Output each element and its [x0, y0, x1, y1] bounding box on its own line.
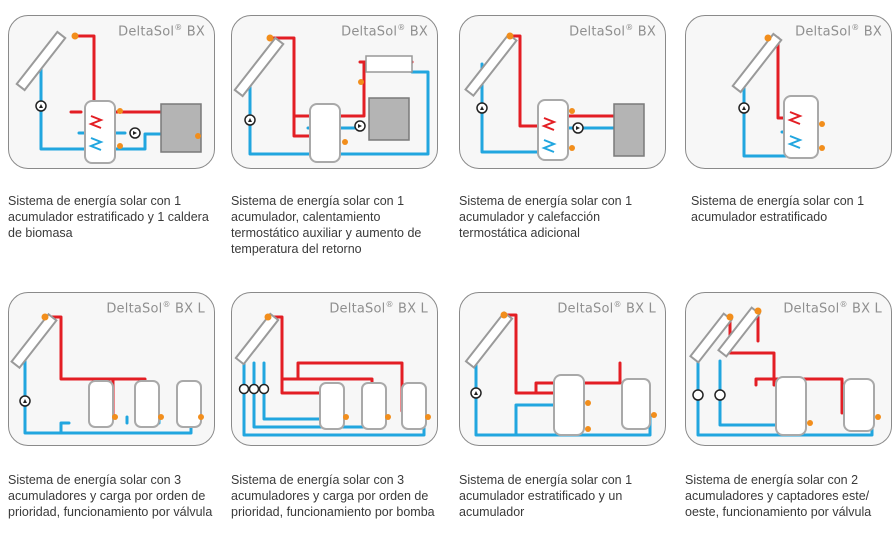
controller-brand: DeltaSol® BX	[118, 23, 205, 40]
system-card-1[interactable]: DeltaSol® BX	[8, 15, 215, 169]
controller-brand: DeltaSol® BX L	[557, 300, 656, 317]
system-caption: Sistema de energía solar con 1 acumulado…	[459, 473, 633, 519]
system-card-7[interactable]: DeltaSol® BX L	[459, 292, 666, 446]
system-card-8[interactable]: DeltaSol® BX L	[685, 292, 892, 446]
hydraulic-diagram	[10, 312, 204, 435]
system-card-5[interactable]: DeltaSol® BX L	[8, 292, 215, 446]
controller-brand: DeltaSol® BX	[795, 23, 882, 40]
hydraulic-diagram	[731, 32, 825, 159]
controller-brand: DeltaSol® BX L	[783, 300, 882, 317]
system-caption: Sistema de energía solar con 1 acumulado…	[231, 194, 422, 256]
controller-brand: DeltaSol® BX L	[329, 300, 428, 317]
hydraulic-diagram	[15, 30, 202, 164]
hydraulic-diagram	[234, 312, 431, 437]
system-caption: Sistema de energía solar con 2 acumulado…	[685, 473, 872, 519]
hydraulic-diagram	[689, 306, 881, 437]
system-card-3[interactable]: DeltaSol® BX	[459, 15, 666, 169]
hydraulic-diagram	[233, 34, 430, 163]
system-caption: Sistema de energía solar con 1 acumulado…	[691, 194, 865, 224]
system-caption: Sistema de energía solar con 1 acumulado…	[8, 194, 209, 240]
system-caption: Sistema de energía solar con 1 acumulado…	[459, 194, 633, 240]
hydraulic-diagram	[464, 32, 645, 161]
system-card-4[interactable]: DeltaSol® BX	[685, 15, 892, 169]
system-card-6[interactable]: DeltaSol® BX L	[231, 292, 438, 446]
controller-brand: DeltaSol® BX	[341, 23, 428, 40]
controller-brand: DeltaSol® BX	[569, 23, 656, 40]
system-caption: Sistema de energía solar con 3 acumulado…	[8, 473, 213, 519]
system-card-2[interactable]: DeltaSol® BX	[231, 15, 438, 169]
controller-brand: DeltaSol® BX L	[106, 300, 205, 317]
hydraulic-diagram	[464, 311, 657, 437]
system-caption: Sistema de energía solar con 3 acumulado…	[231, 473, 435, 519]
